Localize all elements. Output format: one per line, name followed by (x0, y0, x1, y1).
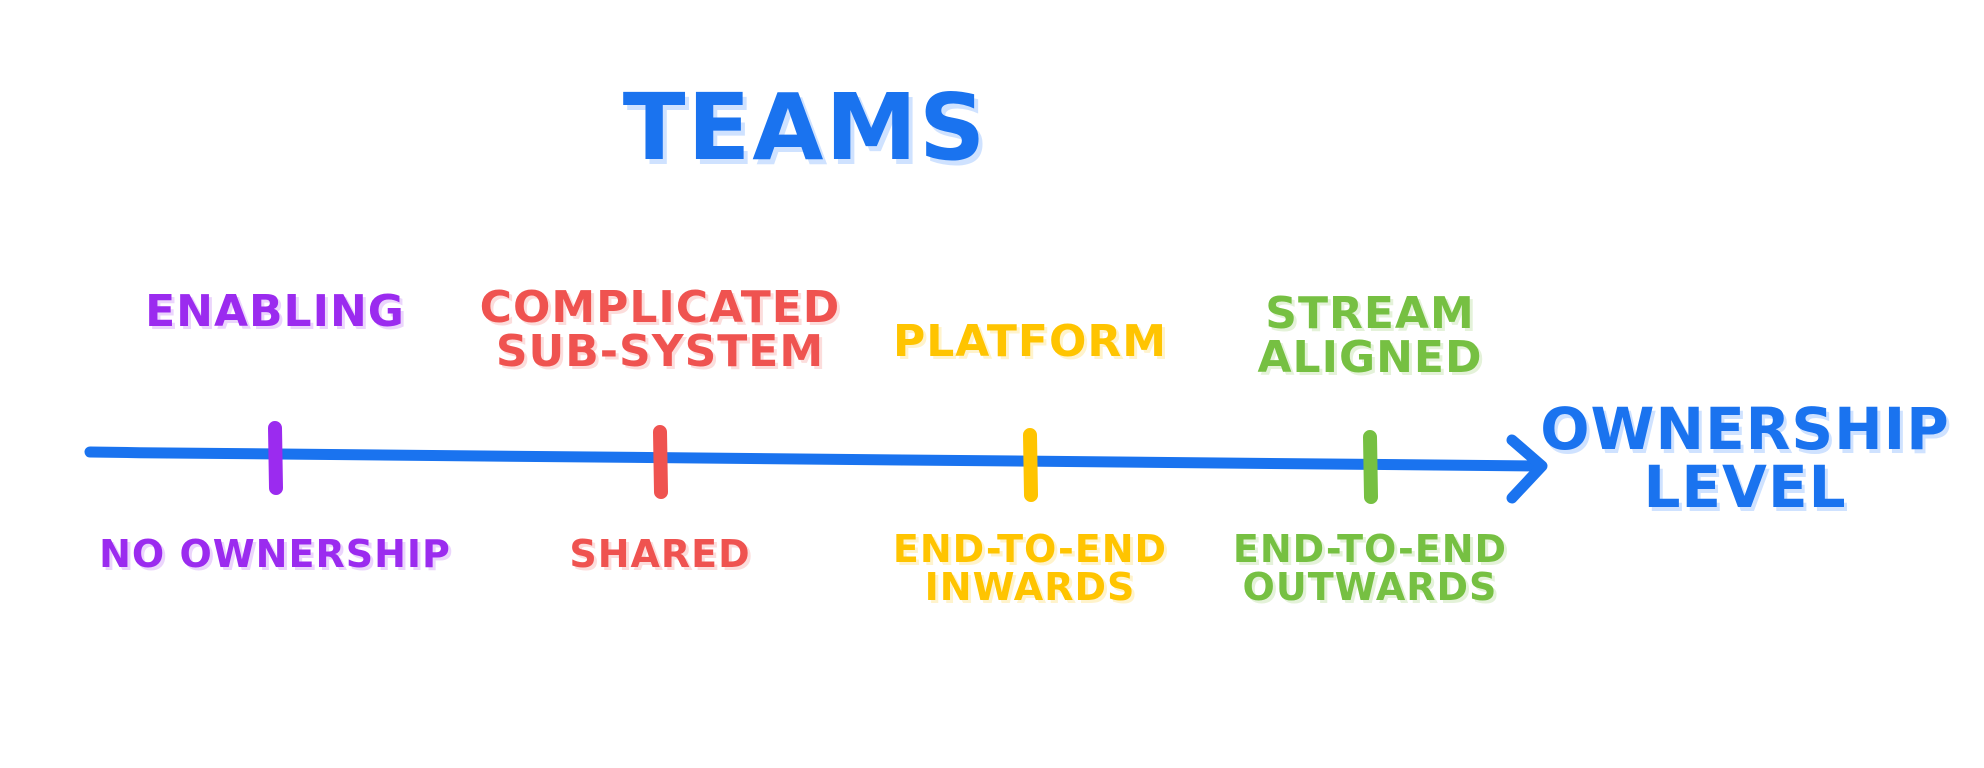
axis-arrowhead (1506, 434, 1548, 504)
ownership-end-to-end-inwards: End-to-End Inwards (892, 527, 1168, 609)
axis-ticks (268, 421, 1378, 504)
team-name-stream-aligned: Stream Aligned (1257, 288, 1483, 383)
tick-complicated-subsystem (653, 425, 668, 499)
ownership-axis-line (84, 446, 1546, 472)
ownership-end-to-end-outwards: End-to-End Outwards (1232, 527, 1508, 609)
ownership-shared: Shared (569, 532, 751, 576)
team-name-platform: Platform (892, 316, 1168, 367)
axis-label-ownership-level: Ownership Level (1540, 395, 1950, 521)
diagram-title: Teams (622, 74, 988, 181)
tick-stream-aligned (1363, 430, 1378, 504)
ownership-no-ownership: No Ownership (99, 532, 451, 576)
tick-platform (1023, 428, 1038, 502)
team-name-complicated-subsystem: Complicated Sub-System (479, 282, 841, 377)
tick-enabling (268, 421, 283, 495)
team-name-enabling: Enabling (145, 286, 405, 337)
